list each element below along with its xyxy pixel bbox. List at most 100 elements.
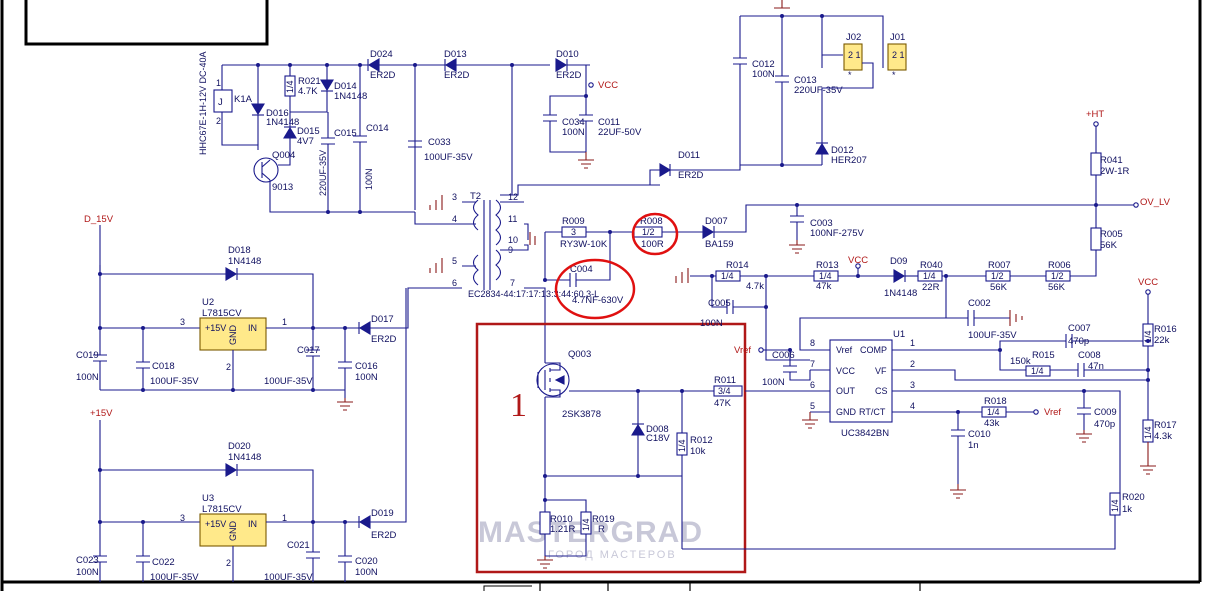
svg-text:VCC: VCC [848, 255, 868, 266]
svg-text:1/4: 1/4 [721, 271, 734, 281]
svg-text:1: 1 [910, 338, 915, 348]
svg-text:1/2: 1/2 [991, 271, 1004, 281]
highlight-marks: 1 [475, 212, 747, 574]
svg-text:3/4: 3/4 [718, 386, 731, 396]
svg-text:2: 2 [910, 359, 915, 369]
svg-text:220UF-35V: 220UF-35V [318, 150, 328, 196]
svg-text:R008: R008 [640, 216, 663, 227]
svg-text:EC2834-44:17:17:13:3:44:60.3-L: EC2834-44:17:17:13:3:44:60.3-L [468, 289, 599, 299]
output-filter-section: C012 100N C013 220UF-35V J02 2 1 * J01 2… [733, 0, 907, 167]
svg-text:1/4: 1/4 [285, 80, 295, 93]
svg-text:9013: 9013 [272, 182, 293, 193]
svg-text:100R: 100R [641, 239, 664, 250]
svg-text:100N: 100N [762, 377, 785, 388]
svg-text:C018: C018 [152, 361, 175, 372]
svg-text:ER2D: ER2D [370, 70, 395, 81]
svg-text:2: 2 [226, 362, 231, 372]
svg-text:Q004: Q004 [272, 150, 295, 161]
svg-text:7: 7 [810, 359, 815, 369]
svg-text:UC3842BN: UC3842BN [841, 428, 889, 439]
svg-text:R011: R011 [714, 375, 736, 386]
svg-text:4.7K: 4.7K [298, 86, 318, 97]
svg-text:U2: U2 [202, 297, 214, 308]
svg-text:56K: 56K [1100, 240, 1118, 251]
svg-text:C013: C013 [794, 75, 817, 86]
transformer-section: D011 ER2D T2 3 4 5 6 7 9 10 11 12 EC2834… [407, 150, 741, 350]
svg-text:C008: C008 [1078, 350, 1101, 361]
svg-text:1/4: 1/4 [923, 271, 936, 281]
svg-text:R013: R013 [816, 260, 839, 271]
svg-text:U1: U1 [893, 329, 905, 340]
svg-text:C009: C009 [1094, 407, 1117, 418]
snubber-section: 3 R009 RY3W-10K 1/2 R008 100R D007 BA159… [543, 203, 1096, 306]
svg-text:C003: C003 [810, 218, 833, 229]
svg-text:C18V: C18V [646, 433, 670, 444]
svg-text:R016: R016 [1154, 324, 1177, 335]
svg-text:COMP: COMP [860, 345, 887, 355]
svg-text:D015: D015 [297, 126, 320, 137]
svg-text:J02: J02 [846, 32, 861, 43]
svg-text:HHC67E-1H-12V DC-40A: HHC67E-1H-12V DC-40A [198, 51, 208, 155]
svg-text:+15V: +15V [205, 519, 226, 529]
svg-text:1/4: 1/4 [987, 407, 1000, 417]
svg-text:100N: 100N [752, 69, 775, 80]
svg-text:R021: R021 [298, 76, 321, 87]
svg-text:U3: U3 [202, 493, 214, 504]
svg-text:ГОРОД МАСТЕРОВ: ГОРОД МАСТЕРОВ [548, 549, 677, 561]
svg-text:*: * [848, 70, 852, 80]
svg-text:C014: C014 [366, 123, 389, 134]
svg-text:+15V: +15V [205, 323, 226, 333]
svg-text:47n: 47n [1088, 361, 1104, 372]
svg-text:100UF-35V: 100UF-35V [150, 376, 199, 387]
svg-text:R014: R014 [726, 260, 749, 271]
svg-text:D012: D012 [831, 145, 854, 156]
svg-text:BA159: BA159 [705, 239, 734, 250]
svg-text:10: 10 [508, 235, 518, 245]
svg-text:Vref: Vref [734, 345, 751, 356]
svg-text:11: 11 [508, 214, 517, 224]
regulator-u2-section: D_15V D018 1N4148 U2 L7815CV +15V IN GND… [76, 214, 409, 411]
svg-text:VCC: VCC [1138, 277, 1158, 288]
svg-text:8: 8 [810, 338, 815, 348]
svg-text:100N: 100N [364, 168, 374, 190]
svg-text:1N4148: 1N4148 [266, 117, 299, 128]
svg-text:100N: 100N [355, 567, 378, 578]
svg-text:56K: 56K [1048, 282, 1066, 293]
svg-text:3: 3 [910, 380, 915, 390]
svg-text:2 1: 2 1 [892, 50, 905, 60]
svg-text:C011: C011 [598, 117, 620, 128]
svg-text:OUT: OUT [836, 386, 856, 396]
svg-text:D017: D017 [371, 314, 394, 325]
svg-text:J: J [218, 97, 223, 108]
svg-text:100N: 100N [562, 127, 585, 138]
svg-text:L7815CV: L7815CV [202, 308, 242, 319]
svg-text:1N4148: 1N4148 [228, 452, 261, 463]
svg-text:R017: R017 [1154, 420, 1177, 431]
svg-text:4: 4 [910, 401, 915, 411]
svg-text:R006: R006 [1048, 260, 1071, 271]
svg-text:1: 1 [216, 78, 221, 88]
svg-text:OV_LV: OV_LV [1140, 197, 1171, 208]
svg-text:3: 3 [452, 192, 457, 202]
svg-text:R019: R019 [592, 514, 615, 525]
svg-text:GND: GND [836, 407, 857, 417]
svg-text:5: 5 [810, 401, 815, 411]
svg-text:1/4: 1/4 [581, 518, 591, 531]
svg-text:C034: C034 [562, 117, 585, 128]
svg-text:D019: D019 [371, 508, 394, 519]
svg-text:C005: C005 [708, 298, 731, 309]
svg-text:D09: D09 [890, 256, 907, 267]
svg-text:4.3k: 4.3k [1154, 431, 1172, 442]
svg-text:2W-1R: 2W-1R [1100, 166, 1130, 177]
svg-text:*: * [892, 70, 896, 80]
startup-chain: 1/4 R014 4.7k 1/4 R013 47k VCC D09 1N414… [675, 255, 1071, 361]
svg-text:Vref: Vref [1044, 407, 1061, 418]
svg-text:R020: R020 [1122, 492, 1145, 503]
svg-text:ER2D: ER2D [371, 530, 396, 541]
svg-text:VCC: VCC [598, 80, 618, 91]
svg-text:R018: R018 [984, 396, 1007, 407]
svg-text:1/4: 1/4 [677, 439, 687, 452]
svg-text:10k: 10k [690, 446, 706, 457]
svg-text:100N: 100N [355, 372, 378, 383]
relay-section: HHC67E-1H-12V DC-40A J K1A 1 2 D016 1N41… [198, 51, 473, 214]
